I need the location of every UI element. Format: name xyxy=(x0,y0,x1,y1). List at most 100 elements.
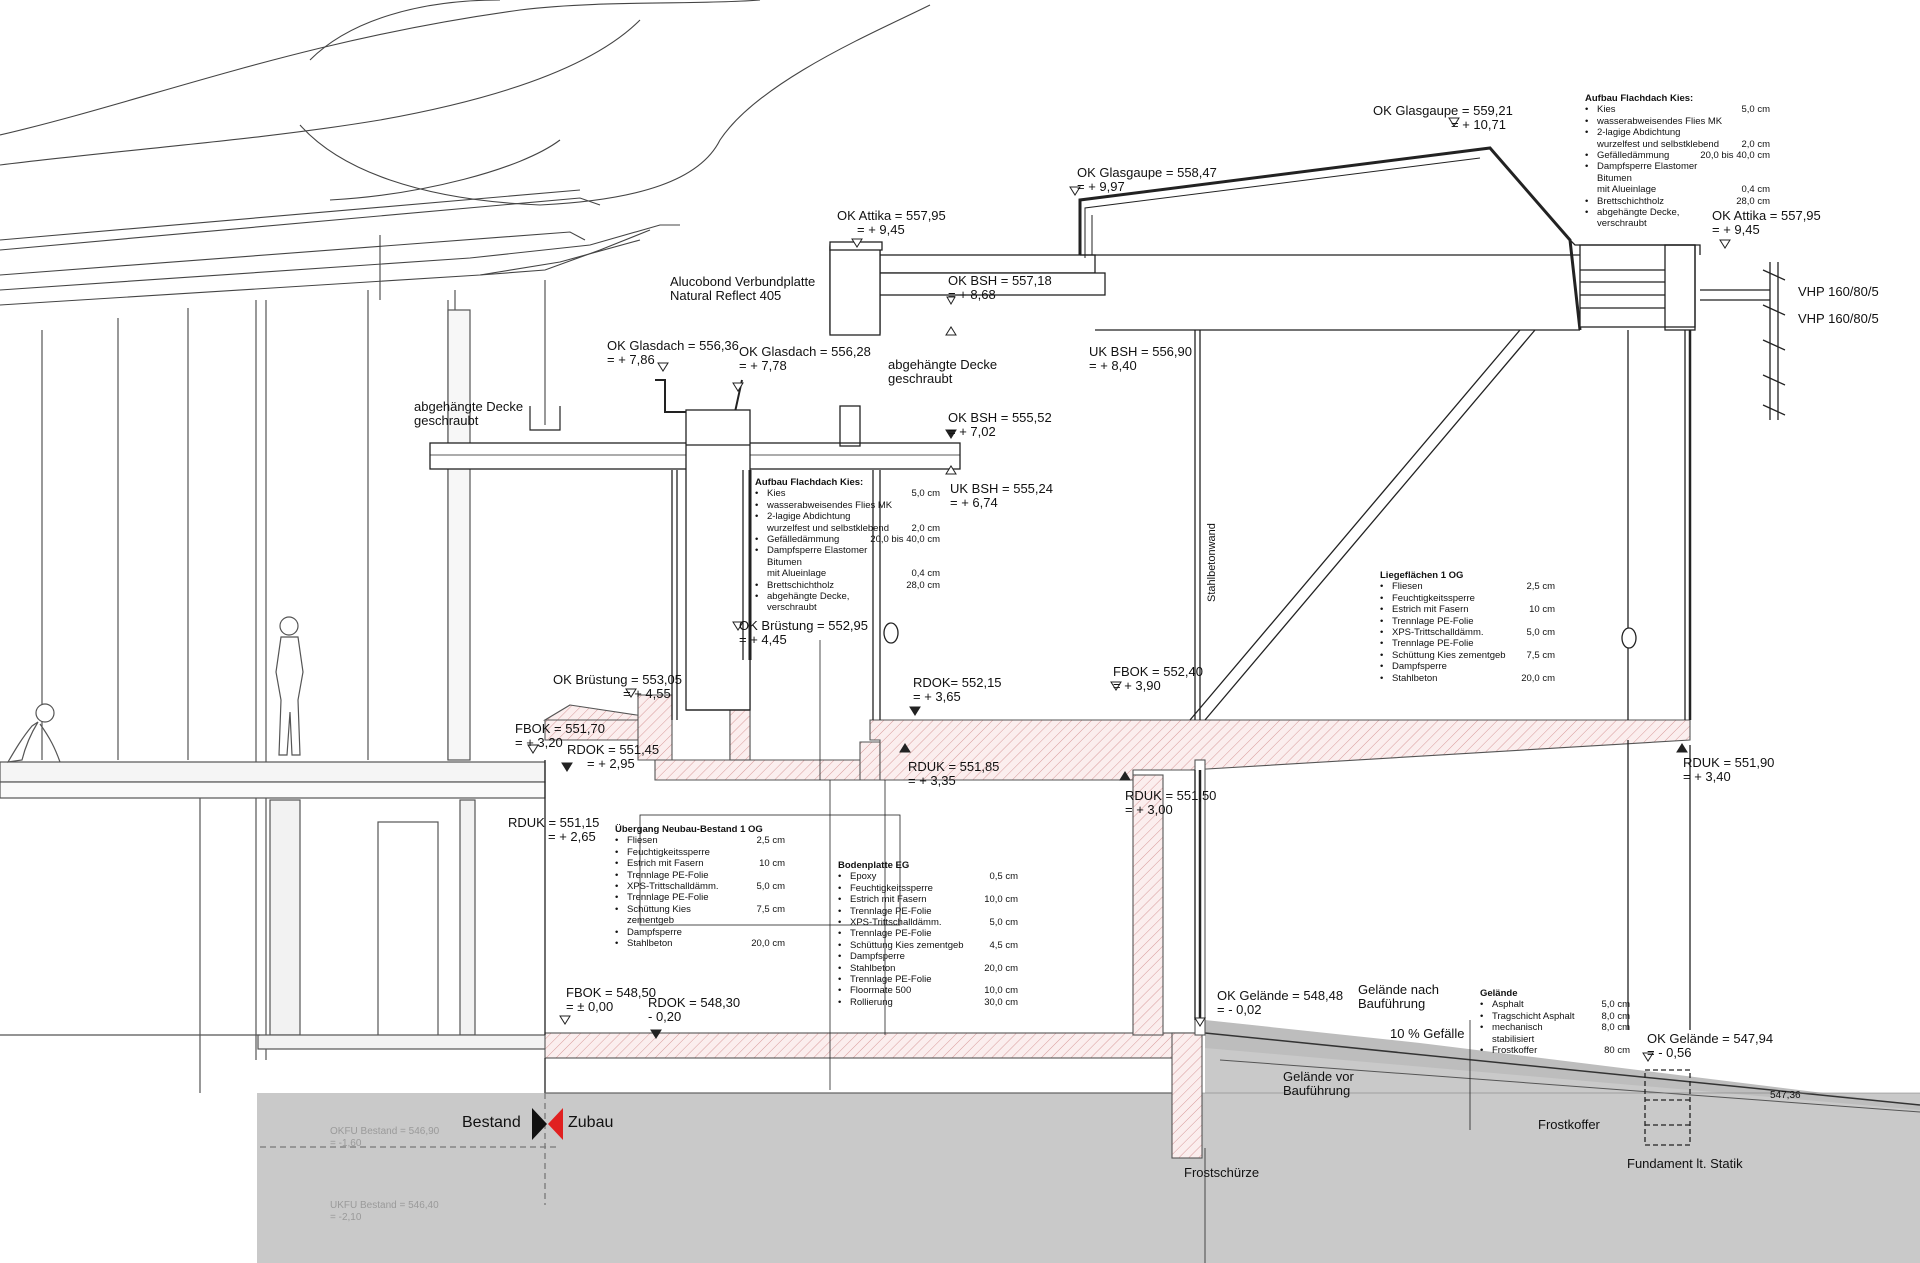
buildup-thickness xyxy=(739,847,785,858)
buildup-thickness xyxy=(739,892,785,903)
buildup-layer: Brettschichtholz xyxy=(767,579,835,591)
buildup-thickness xyxy=(972,906,1018,917)
level-rdok-552-15: RDOK= 552,15= + 3,65 xyxy=(913,675,1002,704)
level-rduk-551-50: RDUK = 551,50= + 3,00 xyxy=(1125,788,1217,817)
frostschuerze-label: Frostschürze xyxy=(1184,1165,1260,1180)
buildup-layer: wasserabweisendes Flies MK xyxy=(767,499,893,511)
buildup-thickness: 20,0 bis 40,0 cm xyxy=(1700,150,1770,162)
buildup-row: •Dampfsperre xyxy=(1380,661,1555,672)
buildup-thickness: 0,4 cm xyxy=(1741,184,1770,196)
buildup-row: •wasserabweisendes Flies MK xyxy=(1585,116,1770,127)
legend-zubau: Zubau xyxy=(568,1114,614,1131)
bullet-icon: • xyxy=(1585,161,1589,173)
buildup-row: •Trennlage PE-Folie xyxy=(838,974,1018,985)
buildup-row: •Trennlage PE-Folie xyxy=(838,906,1018,917)
buildup-thickness xyxy=(972,951,1018,962)
bullet-icon: • xyxy=(1585,104,1589,116)
vhp-label-2: VHP 160/80/5 xyxy=(1798,311,1879,326)
level-rduk-551-85: RDUK = 551,85= + 3,35 xyxy=(908,759,1000,788)
buildup-layer: abgehängte Decke, verschraubt xyxy=(1597,207,1680,230)
bullet-icon: • xyxy=(1585,115,1589,127)
buildup-layer: Estrich mit Fasern xyxy=(850,894,927,906)
level-ok-attika-right: OK Attika = 557,95= + 9,45 xyxy=(1712,208,1821,237)
level-rdok-551-45: RDOK = 551,45= + 2,95 xyxy=(567,742,660,771)
bullet-icon: • xyxy=(615,846,619,858)
bullet-icon: • xyxy=(838,985,842,997)
level-rdok-548-30: RDOK = 548,30- 0,20 xyxy=(648,995,741,1024)
level-ok-gelaende-548-48: OK Gelände = 548,48= - 0,02 xyxy=(1217,988,1344,1017)
buildup-layer: Schüttung Kies zementgeb xyxy=(1392,649,1506,661)
buildup-layer: Dampfsperre Elastomer Bitumen xyxy=(767,545,868,568)
buildup-thickness: 20,0 cm xyxy=(1521,672,1555,684)
buildup-thickness: 20,0 cm xyxy=(751,938,785,950)
bullet-icon: • xyxy=(1480,999,1484,1011)
level-ok-glasgaupe-low: OK Glasgaupe = 558,47= + 9,97 xyxy=(1077,165,1217,194)
bullet-icon: • xyxy=(838,871,842,883)
bullet-icon: • xyxy=(1585,207,1589,219)
buildup-layer: abgehängte Decke, verschraubt xyxy=(767,591,850,614)
buildup-layer: Fliesen xyxy=(1392,581,1423,593)
buildup-layer: Estrich mit Fasern xyxy=(1392,604,1469,616)
buildup-thickness xyxy=(972,974,1018,985)
buildup-layer: mit Alueinlage xyxy=(1597,184,1657,196)
person-sitting xyxy=(6,703,61,763)
bullet-icon: • xyxy=(615,938,619,950)
buildup-thickness: 4,5 cm xyxy=(989,939,1018,951)
buildup-layer: Floormate 500 xyxy=(850,985,912,997)
buildup-row: •Feuchtigkeitssperre xyxy=(615,847,785,858)
vhp-label-1: VHP 160/80/5 xyxy=(1798,284,1879,299)
bullet-icon: • xyxy=(838,905,842,917)
buildup-thickness: 28,0 cm xyxy=(1736,195,1770,207)
buildup-row: •XPS-Trittschalldämm.5,0 cm xyxy=(615,881,785,892)
buildup-layer: Schüttung Kies zementgeb xyxy=(627,903,691,927)
level-fbok-552-40: FBOK = 552,40= + 3,90 xyxy=(1113,664,1203,693)
buildup-layer: Dampfsperre xyxy=(1392,661,1447,673)
buildup-layer: Stahlbeton xyxy=(850,962,896,974)
bullet-icon: • xyxy=(838,894,842,906)
bullet-icon: • xyxy=(755,488,759,500)
buildup-row: • Floormate 500 10,0 cm xyxy=(838,985,1018,996)
buildup-row: •Dampfsperre Elastomer Bitumen xyxy=(1585,161,1770,184)
bullet-icon: • xyxy=(755,579,759,591)
bullet-icon: • xyxy=(755,545,759,557)
level-rduk-551-15: RDUK = 551,15= + 2,65 xyxy=(508,815,600,844)
buildup-thickness xyxy=(1509,638,1555,649)
buildup-title: Bodenplatte EG xyxy=(838,860,910,871)
level-markers xyxy=(527,117,1731,1062)
buildup-row: •Dampfsperre xyxy=(615,927,785,938)
buildup-row: •Feuchtigkeitssperre xyxy=(838,883,1018,894)
buildup-layer: Gefälledämmung xyxy=(767,534,840,546)
buildup-title: Aufbau Flachdach Kies: xyxy=(1585,93,1694,104)
buildup-layer: mit Alueinlage xyxy=(767,568,827,580)
structure-lines xyxy=(260,146,1786,1263)
buildup-thickness: 10,0 cm xyxy=(984,985,1018,997)
bullet-icon: • xyxy=(838,917,842,929)
buildup-thickness: 5,0 cm xyxy=(1526,627,1555,639)
concrete-sections xyxy=(543,654,1691,1159)
bullet-icon: • xyxy=(615,881,619,893)
bullet-icon: • xyxy=(615,892,619,904)
level-ok-bsh-upper: OK BSH = 557,18= + 8,68 xyxy=(948,273,1052,302)
bullet-icon: • xyxy=(838,928,842,940)
bullet-icon: • xyxy=(1585,195,1589,207)
buildup-layer: Schüttung Kies zementgeb xyxy=(850,939,964,951)
buildup-thickness xyxy=(894,545,940,568)
buildup-layer: wurzelfest und selbstklebend xyxy=(767,522,889,534)
buildup-layer: Dampfsperre xyxy=(850,951,905,963)
bullet-icon: • xyxy=(615,926,619,938)
bullet-icon: • xyxy=(838,962,842,974)
level-ok-bsh-lower: OK BSH = 555,52= + 7,02 xyxy=(948,410,1052,439)
